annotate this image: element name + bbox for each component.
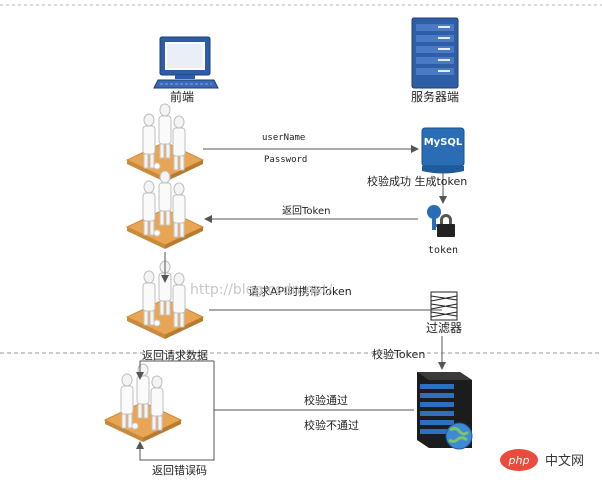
token-label: token [428,245,458,256]
password-label: Password [264,155,307,165]
verify-token-label: 校验Token [372,347,425,361]
people-icon [127,104,203,182]
people-icon [127,171,203,249]
php-watermark-badge: php 中文网 [500,449,584,471]
return-data-arrow [136,360,214,380]
filter-label: 过滤器 [426,321,462,335]
return-data-label: 返回请求数据 [142,348,208,362]
key-lock-icon [427,205,455,237]
verify-success-label: 校验成功 生成token [367,174,467,188]
request-with-token-label: 请求API时携带Token [248,284,352,298]
return-token-label: 返回Token [282,205,330,217]
mysql-icon: MySQL [421,127,465,174]
mysql-label: MySQL [424,137,463,148]
server-label: 服务器端 [411,89,459,104]
server-globe-icon [417,372,473,450]
people-icon [105,364,181,442]
computer-icon [153,36,219,89]
server-rack-icon [411,17,459,89]
username-label: userName [262,133,305,143]
verify-fail-label: 校验不通过 [304,418,359,432]
frontend-label: 前端 [170,89,194,104]
watermark-url: http://blog.csdn.net/ [190,282,333,298]
verify-pass-label: 校验通过 [304,393,348,407]
php-site-text: 中文网 [545,454,584,469]
return-error-label: 返回错误码 [152,463,207,477]
return-error-arrow [136,410,215,461]
filter-icon [430,291,458,321]
php-badge-text: php [508,454,530,467]
